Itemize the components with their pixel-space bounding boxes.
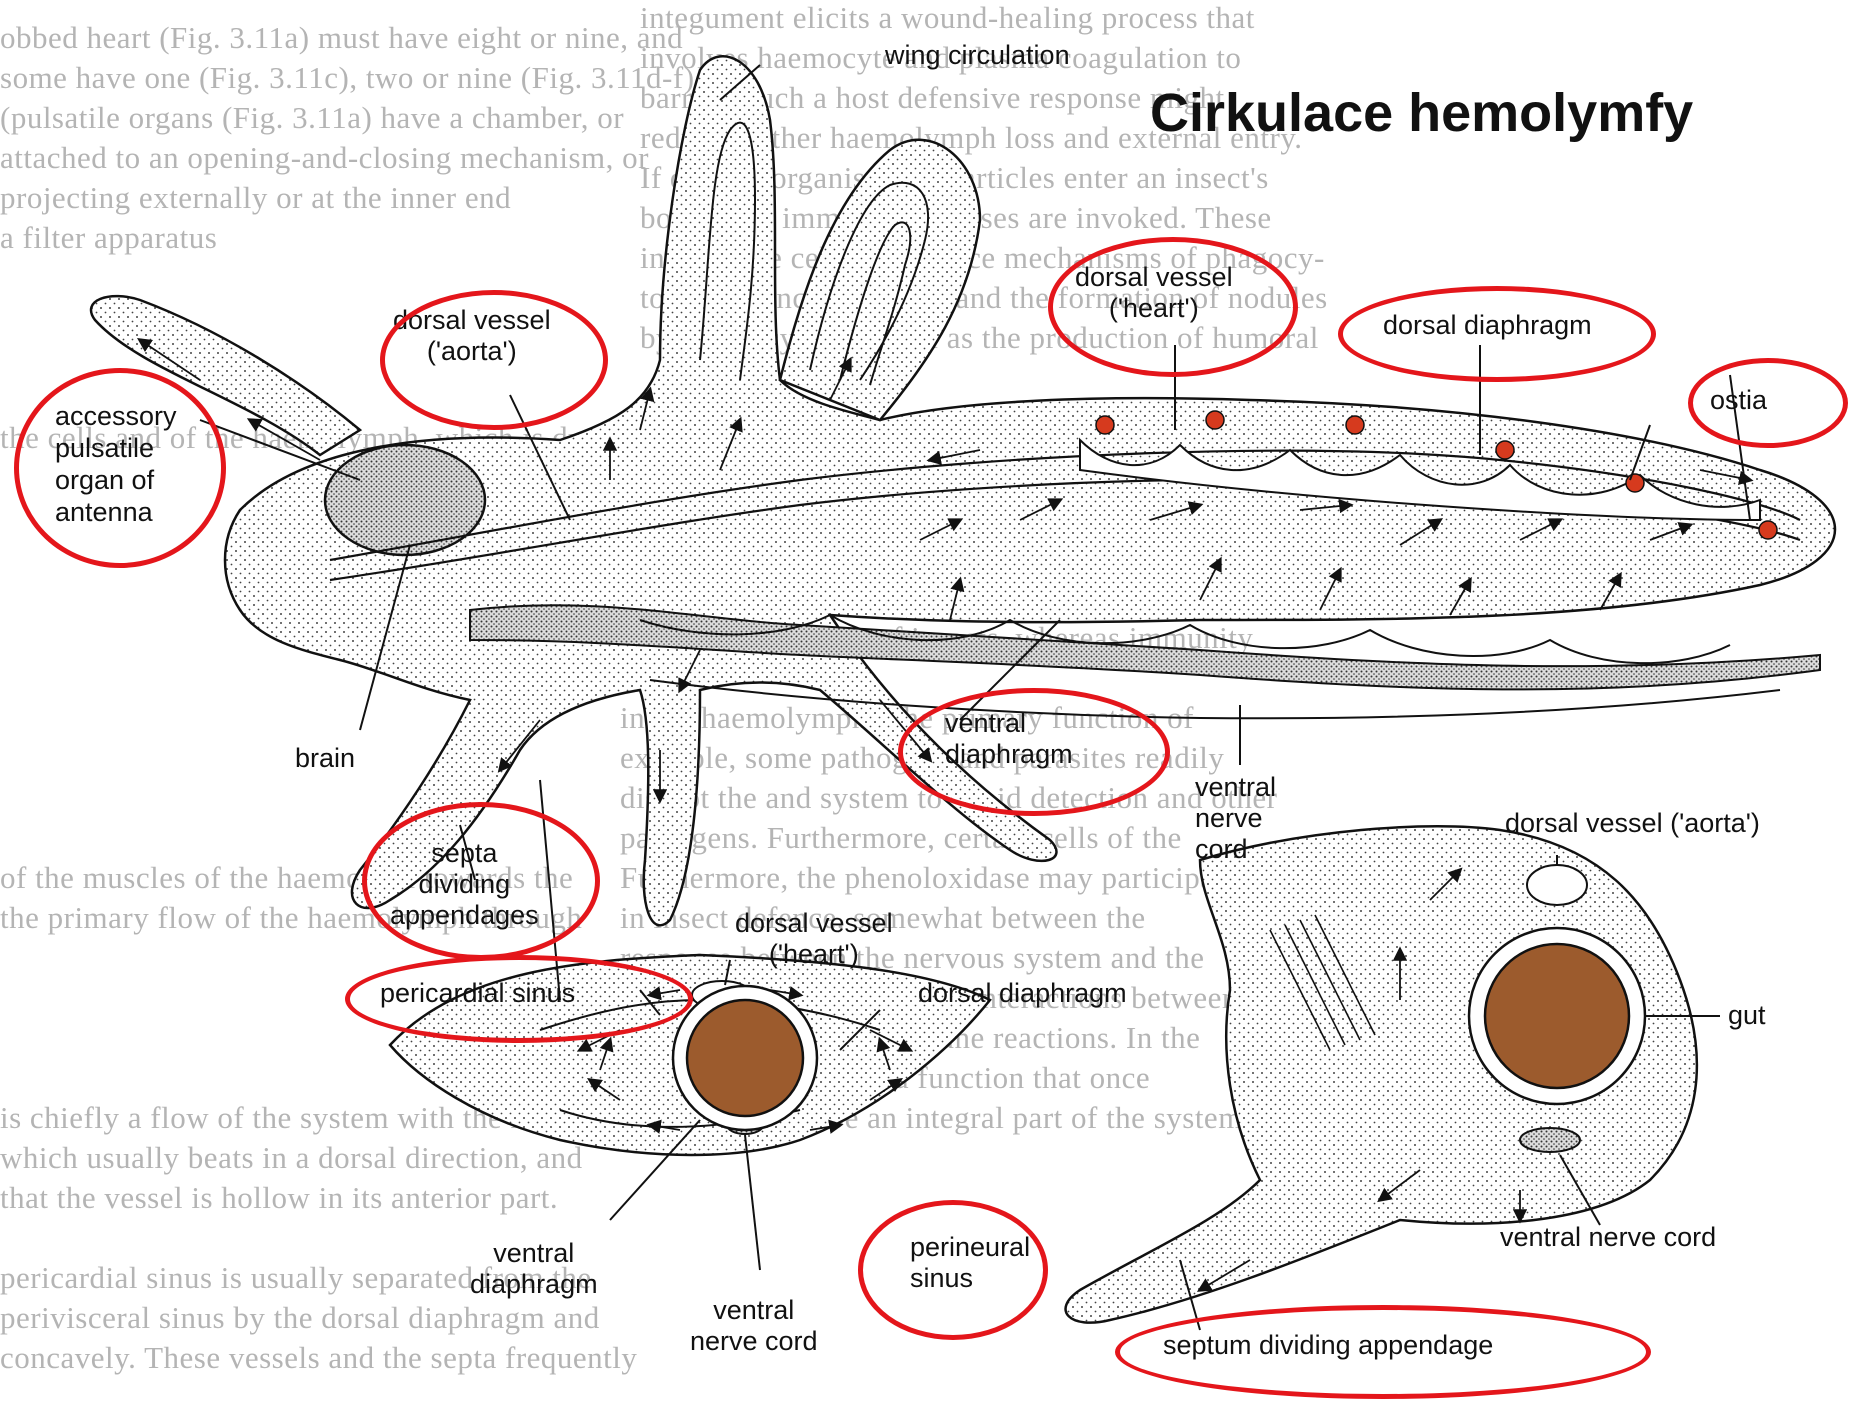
label-ventral-nerve-cord-cross: ventral nerve cord [690, 1295, 818, 1357]
label-ventral-diaphragm-cross: ventral diaphragm [470, 1238, 598, 1300]
brain [325, 445, 485, 555]
label-dorsal-vessel-aorta-cross: dorsal vessel ('aorta') [1505, 808, 1760, 839]
label-wing-circulation: wing circulation [885, 40, 1070, 71]
highlight-septum [1115, 1305, 1651, 1399]
label-ventral-nerve-cord-right: ventral nerve cord [1500, 1222, 1716, 1253]
highlight-accessory-organ [14, 368, 226, 568]
label-dorsal-diaphragm-cross: dorsal diaphragm [918, 978, 1127, 1009]
label-gut: gut [1728, 1000, 1766, 1031]
wing-lobe [780, 140, 980, 420]
highlight-septa [362, 802, 600, 960]
highlight-pericardial-sinus [345, 955, 693, 1043]
label-brain: brain [295, 743, 355, 774]
highlight-dorsal-vessel-heart [1048, 237, 1298, 377]
highlight-dorsal-diaphragm [1338, 286, 1656, 382]
highlight-dorsal-vessel-aorta [380, 290, 608, 430]
highlight-ostia [1688, 358, 1848, 448]
label-dorsal-vessel-heart-cross: dorsal vessel ('heart') [735, 908, 893, 970]
slide-title: Cirkulace hemolymfy [1150, 82, 1693, 144]
label-ventral-nerve-cord: ventral nerve cord [1195, 772, 1276, 865]
highlight-ventral-diaphragm [898, 688, 1170, 816]
highlight-perineural-sinus [858, 1200, 1048, 1340]
cross-section-appendage [1066, 826, 1720, 1330]
